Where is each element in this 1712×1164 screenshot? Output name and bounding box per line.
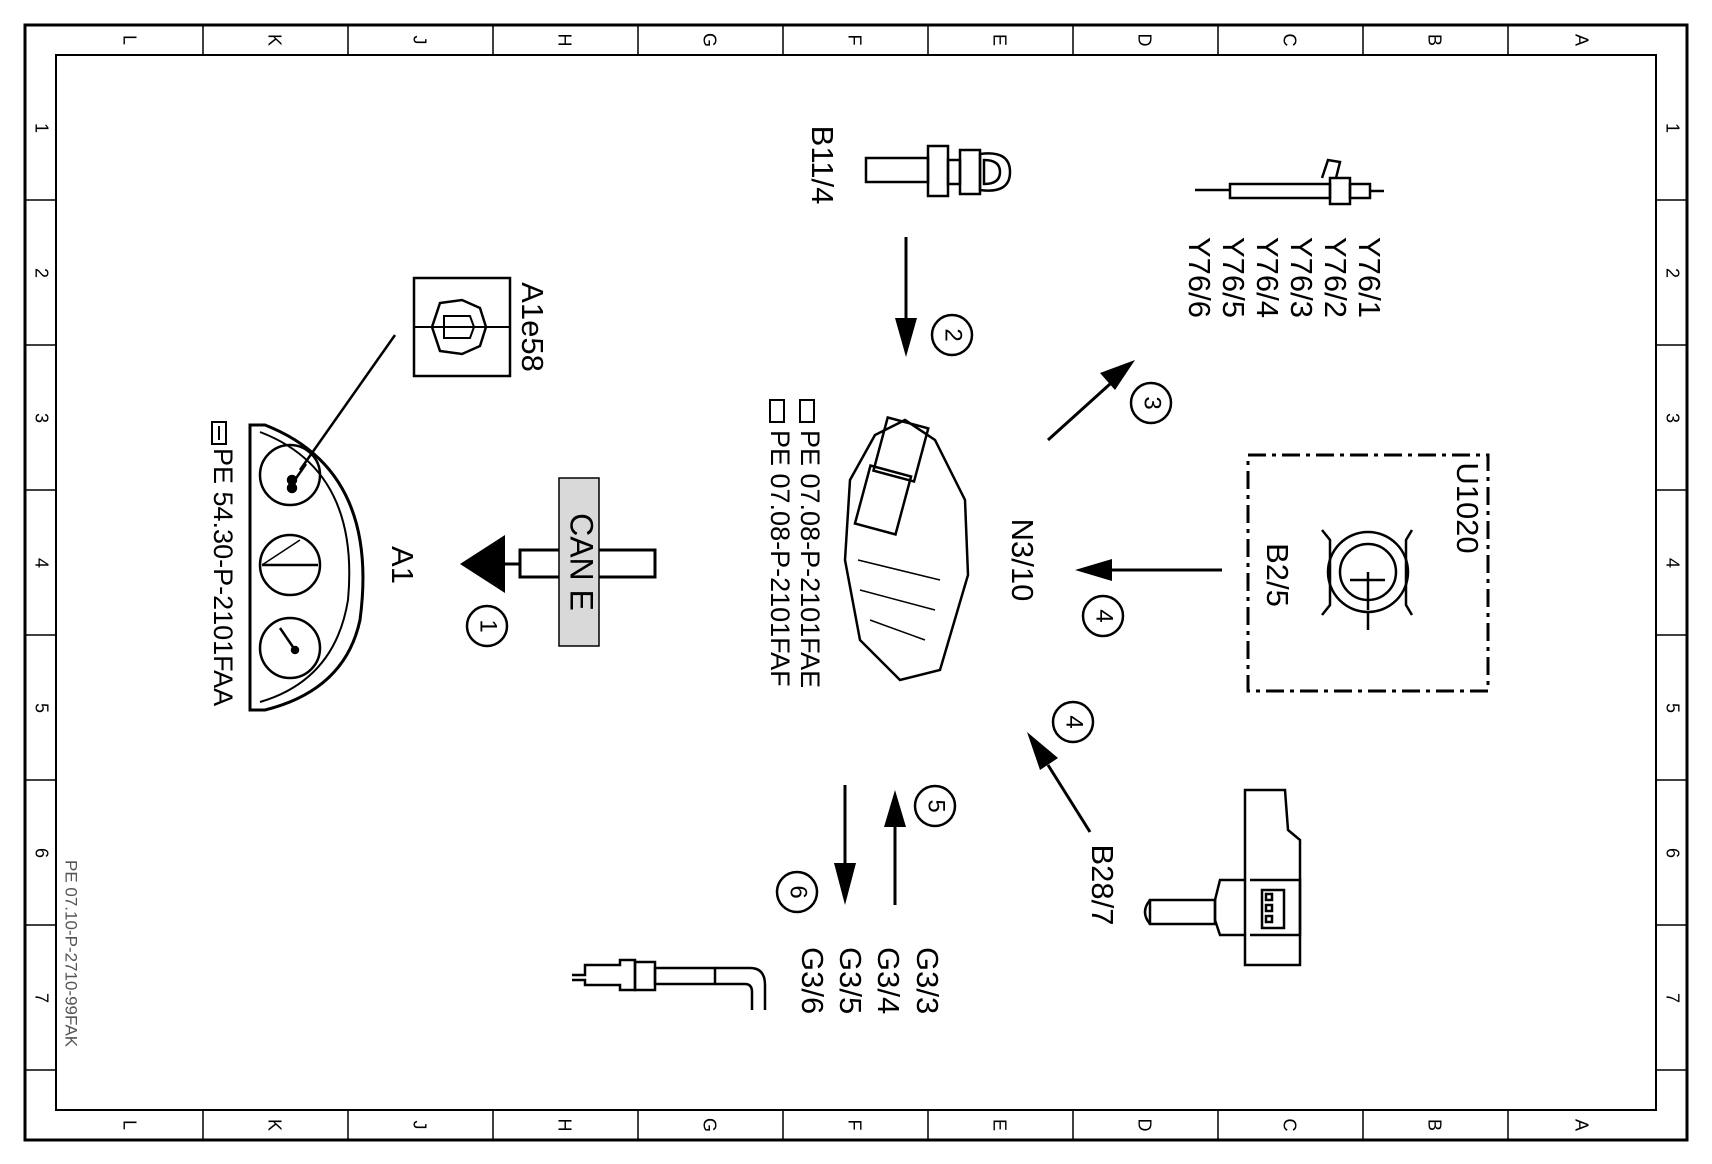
column-label: K [264, 34, 284, 46]
column-label: C [1279, 1119, 1299, 1132]
warning-lamp-icon [412, 276, 512, 378]
n3-10-label: N3/10 [1005, 519, 1040, 602]
column-label: J [409, 1121, 429, 1130]
column-label: B [1424, 1119, 1444, 1131]
row-label: 7 [31, 993, 51, 1003]
a1-label: A1 [385, 546, 420, 584]
row-label: 4 [31, 558, 51, 568]
pointing-hand-icon [211, 421, 227, 445]
step-number: 6 [785, 885, 812, 898]
step-number: 4 [1091, 609, 1118, 622]
step-badge: 4 [1051, 700, 1095, 744]
engine-control-unit-icon [843, 415, 970, 682]
g3-label: G3/5 [833, 947, 868, 1014]
column-label: L [119, 35, 139, 45]
b2-5-label: B2/5 [1260, 543, 1295, 607]
row-label: 6 [31, 848, 51, 858]
step-badge: 2 [930, 313, 974, 357]
g3-label: G3/6 [795, 947, 830, 1014]
column-label: A [1571, 34, 1591, 46]
column-label: C [1279, 34, 1299, 47]
row-label: 1 [31, 123, 51, 133]
outer-frame [23, 23, 1689, 1142]
column-label: G [699, 33, 719, 47]
row-label: 6 [1662, 848, 1682, 858]
row-label: 3 [31, 413, 51, 423]
step-number: 4 [1061, 715, 1088, 728]
row-label: 1 [1662, 123, 1682, 133]
step-badge: 4 [1081, 594, 1125, 638]
u1020-boundary [1246, 453, 1490, 693]
column-label: A [1571, 1119, 1591, 1131]
n3-10-reference-2: PE 07.08-P-2101FAF [765, 430, 795, 687]
column-label: H [554, 1119, 574, 1132]
y76-label: Y76/3 [1284, 237, 1319, 318]
y76-label: Y76/6 [1182, 237, 1217, 318]
column-labels-top: L K J H G F E D C B A [119, 33, 1591, 47]
u1020-label: U1020 [1450, 462, 1485, 553]
step-badge: 5 [913, 784, 957, 828]
column-label: L [119, 1120, 139, 1130]
g3-label: G3/3 [910, 947, 945, 1014]
row-label: 5 [31, 703, 51, 713]
signal-arrow [1027, 732, 1092, 833]
column-label: H [554, 34, 574, 47]
step-badge: 3 [1129, 381, 1173, 425]
b11-4-label: B11/4 [805, 126, 840, 205]
row-label: 2 [31, 268, 51, 278]
column-ticks [25, 25, 1687, 1140]
y76-label: Y76/2 [1318, 237, 1353, 318]
column-label: J [409, 36, 429, 45]
n3-10-reference-1: PE 07.08-P-2101FAE [795, 430, 825, 688]
step-badge: 6 [775, 870, 819, 914]
a1-reference: PE 54.30-P-2101FAA [208, 448, 238, 706]
step-number: 2 [940, 328, 967, 341]
step-number: 5 [923, 799, 950, 812]
can-bus-arrow [460, 477, 657, 647]
column-label: E [989, 1119, 1009, 1131]
fuel-injector-icon [1195, 158, 1384, 206]
inner-frame [55, 54, 1657, 1111]
switch-sensor-icon [1321, 529, 1414, 630]
column-label: F [844, 35, 864, 46]
column-label: F [844, 1120, 864, 1131]
row-label: 7 [1662, 993, 1682, 1003]
y76-label: Y76/4 [1250, 237, 1285, 318]
row-label: 3 [1662, 413, 1682, 423]
column-label: B [1424, 34, 1444, 46]
signal-arrow [1075, 559, 1222, 581]
signal-arrow [1046, 360, 1135, 442]
y76-label: Y76/5 [1216, 237, 1251, 318]
signal-arrow-up [884, 790, 906, 905]
oxygen-sensor-icon [572, 958, 767, 1010]
step-number: 1 [475, 619, 502, 632]
lamp-leader-line [298, 334, 397, 471]
signal-arrow-down [834, 785, 856, 905]
step-number: 3 [1139, 396, 1166, 409]
column-label: G [699, 1118, 719, 1132]
pointing-hand-icon [769, 399, 815, 423]
column-label: D [1134, 34, 1154, 47]
y76-label: Y76/1 [1352, 237, 1387, 318]
column-label: E [989, 34, 1009, 46]
can-bus-label: CAN E [564, 513, 600, 611]
row-label: 5 [1662, 703, 1682, 713]
column-label: D [1134, 1119, 1154, 1132]
step-badge: 1 [465, 604, 509, 648]
row-labels: 1 2 3 4 5 6 7 1 2 3 4 5 6 7 [31, 123, 1682, 1003]
signal-arrow [895, 237, 917, 357]
instrument-cluster-icon [248, 423, 365, 712]
temperature-sensor-icon [864, 144, 1012, 198]
row-label: 2 [1662, 268, 1682, 278]
g3-label: G3/4 [871, 947, 906, 1014]
a1e58-label: A1e58 [515, 282, 550, 372]
column-labels-bottom: L K J H G F E D C B A [119, 1118, 1591, 1132]
sheet-code: PE 07.10-P-2710-99FAK [62, 860, 81, 1048]
b28-7-label: B28/7 [1085, 844, 1120, 925]
pressure-sensor-icon [1143, 788, 1302, 967]
row-label: 4 [1662, 558, 1682, 568]
column-label: K [264, 1119, 284, 1131]
